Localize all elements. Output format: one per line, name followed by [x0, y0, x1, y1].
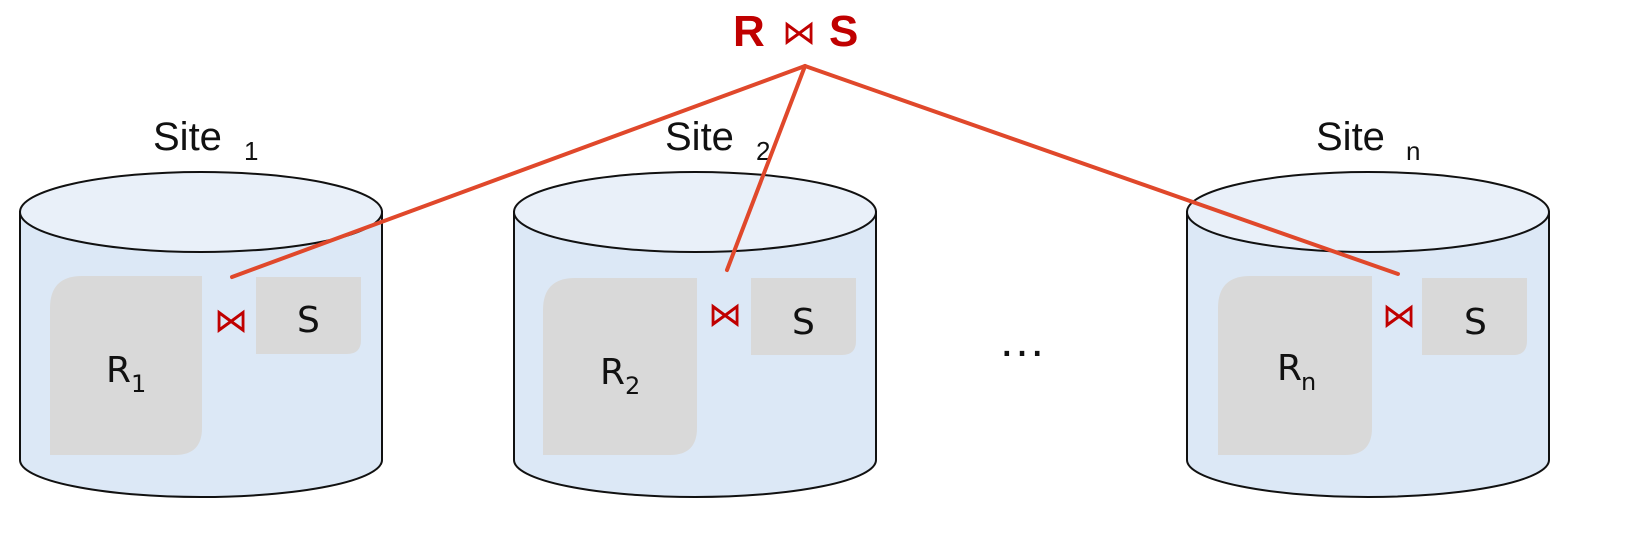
site-1: R 1 S ⋈ Site 1	[19, 115, 383, 498]
site-n-r-box	[1218, 276, 1372, 455]
connector-line-site-n	[803, 64, 1400, 276]
site-2-r-subscript: 2	[625, 372, 640, 400]
site-2-r-label: R	[600, 352, 625, 393]
connector-line-site-2	[725, 64, 807, 272]
site-1-subscript: 1	[244, 136, 258, 166]
site-2-label: Site	[665, 115, 734, 159]
site-2: R 2 S ⋈ Site 2	[513, 115, 877, 498]
site-n-r-subscript: n	[1301, 368, 1316, 396]
global-join-symbol: ⋈	[782, 13, 816, 53]
global-join-left: R	[733, 7, 765, 56]
site-n-subscript: n	[1406, 136, 1420, 166]
site-1-label: Site	[153, 115, 222, 159]
site-1-r-box	[50, 276, 202, 455]
site-2-join-symbol: ⋈	[708, 295, 742, 335]
site-1-r-label: R	[106, 350, 131, 391]
site-2-s-label: S	[792, 302, 815, 343]
site-n-label: Site	[1316, 115, 1385, 159]
site-1-cylinder-top	[19, 171, 383, 253]
site-1-join-symbol: ⋈	[214, 301, 248, 341]
more-sites-ellipsis: …	[998, 314, 1054, 367]
global-join-label: R ⋈ S	[733, 7, 858, 56]
site-1-s-label: S	[297, 300, 320, 341]
site-2-s-box	[751, 278, 856, 355]
site-1-s-box	[256, 277, 361, 354]
connector-line-site-1	[230, 64, 807, 279]
site-n-cylinder-top	[1186, 171, 1550, 253]
global-join-right: S	[829, 7, 858, 56]
site-2-subscript: 2	[756, 136, 770, 166]
site-1-r-subscript: 1	[131, 370, 146, 398]
site-n-s-box	[1422, 278, 1527, 355]
site-n-r-label: R	[1277, 348, 1302, 389]
site-2-cylinder-top	[513, 171, 877, 253]
site-n-s-label: S	[1464, 302, 1487, 343]
site-n: R n S ⋈ Site n	[1186, 115, 1550, 498]
site-2-r-box	[543, 278, 697, 455]
union-connector-lines	[230, 64, 1400, 279]
site-n-join-symbol: ⋈	[1382, 296, 1416, 336]
